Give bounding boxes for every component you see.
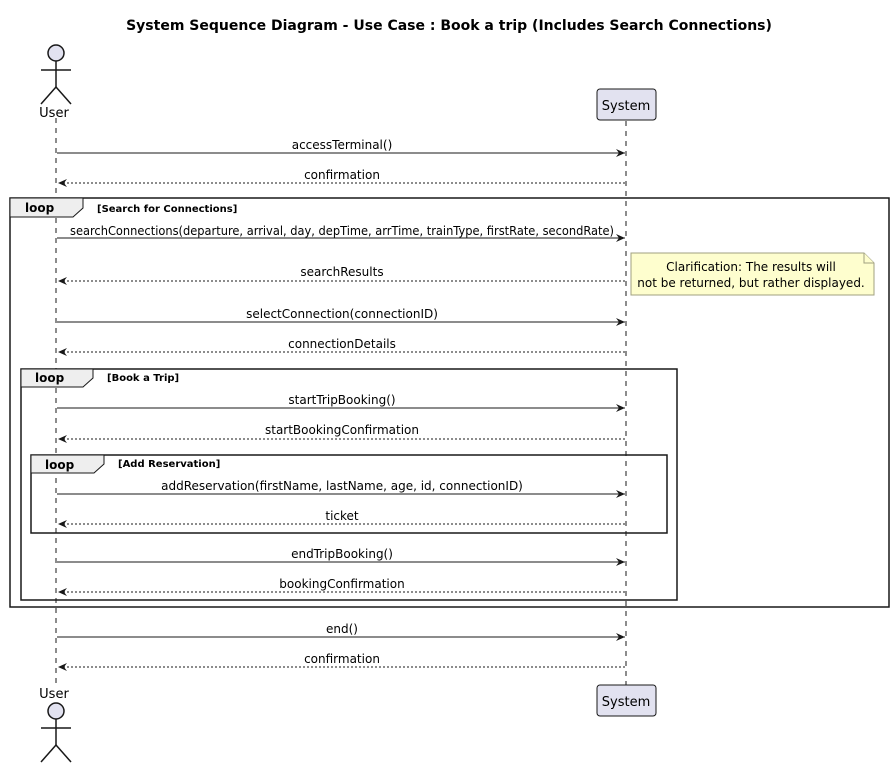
message-label: end() (326, 622, 358, 636)
message-end-trip-booking: endTripBooking() (57, 547, 625, 566)
clarification-note: Clarification: The results will not be r… (630, 252, 875, 296)
loop-keyword: loop (45, 458, 75, 472)
note-line-1: Clarification: The results will (666, 260, 836, 274)
actor-head-icon (47, 44, 65, 62)
loop-guard: [Add Reservation] (118, 459, 220, 470)
message-search-connections: searchConnections(departure, arrival, da… (57, 224, 625, 242)
message-label: searchResults (300, 265, 383, 279)
diagram-title: System Sequence Diagram - Use Case : Boo… (126, 18, 772, 34)
message-label: addReservation(firstName, lastName, age,… (161, 479, 523, 493)
user-actor-bottom: User (39, 687, 72, 763)
message-confirmation-1: confirmation (58, 168, 625, 187)
system-label-bottom: System (602, 695, 650, 710)
message-label: confirmation (304, 168, 380, 182)
message-connection-details: connectionDetails (58, 337, 625, 356)
loop-keyword: loop (35, 371, 65, 385)
user-actor-top: User (39, 44, 72, 121)
message-access-terminal: accessTerminal() (57, 138, 625, 157)
message-start-booking-confirmation: startBookingConfirmation (58, 423, 625, 443)
loop-guard: [Search for Connections] (97, 204, 237, 215)
message-label: ticket (325, 509, 359, 523)
user-label-bottom: User (39, 687, 69, 702)
message-ticket: ticket (58, 509, 625, 528)
loop-book-frame: loop [Book a Trip] (20, 368, 678, 601)
message-booking-confirmation: bookingConfirmation (58, 577, 625, 596)
message-select-connection: selectConnection(connectionID) (57, 307, 625, 326)
system-participant-bottom: System (596, 684, 657, 717)
loop-reservation-frame: loop [Add Reservation] (30, 454, 668, 534)
actor-head-icon (47, 702, 65, 720)
message-label: endTripBooking() (291, 547, 393, 561)
system-box-top (596, 88, 657, 121)
system-label-top: System (602, 99, 650, 114)
message-label: startTripBooking() (288, 393, 395, 407)
system-participant-top: System (596, 88, 657, 121)
message-label: accessTerminal() (292, 138, 393, 152)
note-line-2: not be returned, but rather displayed. (637, 276, 865, 290)
system-box-bottom (596, 684, 657, 717)
message-label: connectionDetails (288, 337, 396, 351)
loop-guard: [Book a Trip] (107, 373, 179, 384)
message-label: startBookingConfirmation (265, 423, 419, 437)
user-label-top: User (39, 106, 69, 121)
message-end: end() (57, 622, 625, 641)
message-label: selectConnection(connectionID) (246, 307, 438, 321)
message-add-reservation: addReservation(firstName, lastName, age,… (57, 479, 625, 498)
message-start-trip-booking: startTripBooking() (57, 393, 625, 412)
message-label: confirmation (304, 652, 380, 666)
message-confirmation-2: confirmation (58, 652, 625, 671)
loop-search-frame: loop [Search for Connections] (9, 197, 890, 608)
loop-keyword: loop (25, 201, 55, 215)
message-label: bookingConfirmation (279, 577, 404, 591)
message-search-results: searchResults (58, 265, 625, 285)
message-label: searchConnections(departure, arrival, da… (70, 224, 614, 238)
